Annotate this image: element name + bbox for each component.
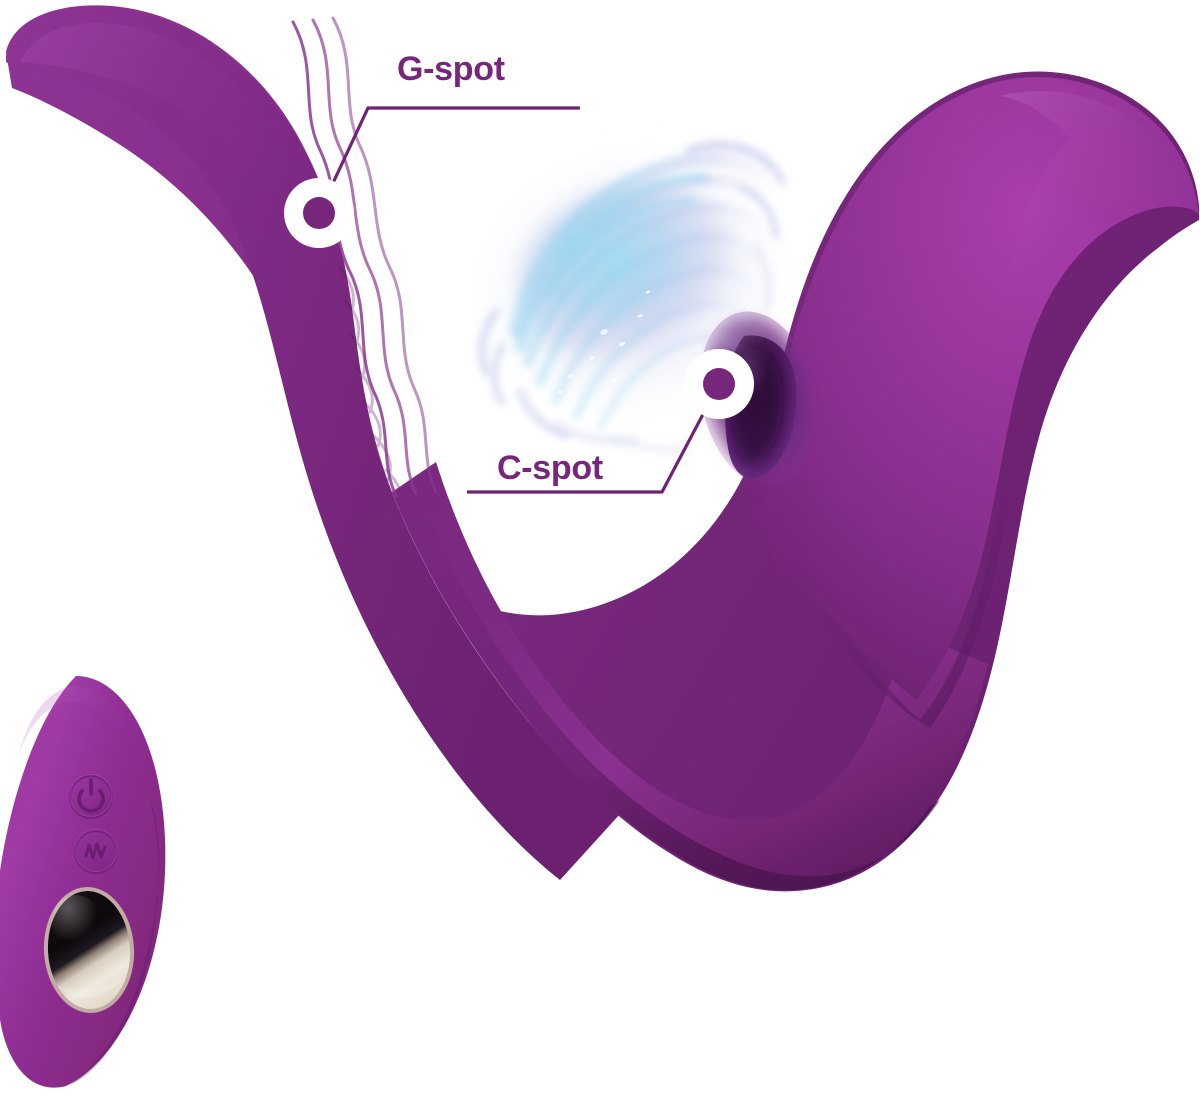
g-spot-leader-line <box>317 106 580 214</box>
c-spot-label: C-spot <box>497 449 603 487</box>
power-button[interactable] <box>68 773 114 820</box>
wireless-remote-control[interactable] <box>0 676 166 1088</box>
chrome-oval-accent <box>43 887 135 1013</box>
body-curve <box>392 462 988 891</box>
c-spot-head <box>742 77 1199 700</box>
g-spot-arm <box>6 6 620 881</box>
g-spot-arm-sheen <box>20 22 326 278</box>
c-spot-marker[interactable] <box>684 349 754 419</box>
vibration-waves <box>291 16 438 498</box>
c-spot-head-sheen <box>1000 91 1188 300</box>
power-icon <box>77 778 105 813</box>
mist-sparkles <box>557 290 651 394</box>
g-spot-marker[interactable] <box>284 178 354 248</box>
g-spot-label: G-spot <box>397 50 505 88</box>
remote-sheen <box>18 686 144 774</box>
c-spot-head-shadow <box>750 352 1042 728</box>
wave-icon <box>84 842 107 860</box>
callout-leaders <box>284 106 754 494</box>
c-spot-leader-line <box>467 383 721 494</box>
suction-airflow-swirl <box>477 140 786 454</box>
mode-button[interactable] <box>73 828 119 875</box>
